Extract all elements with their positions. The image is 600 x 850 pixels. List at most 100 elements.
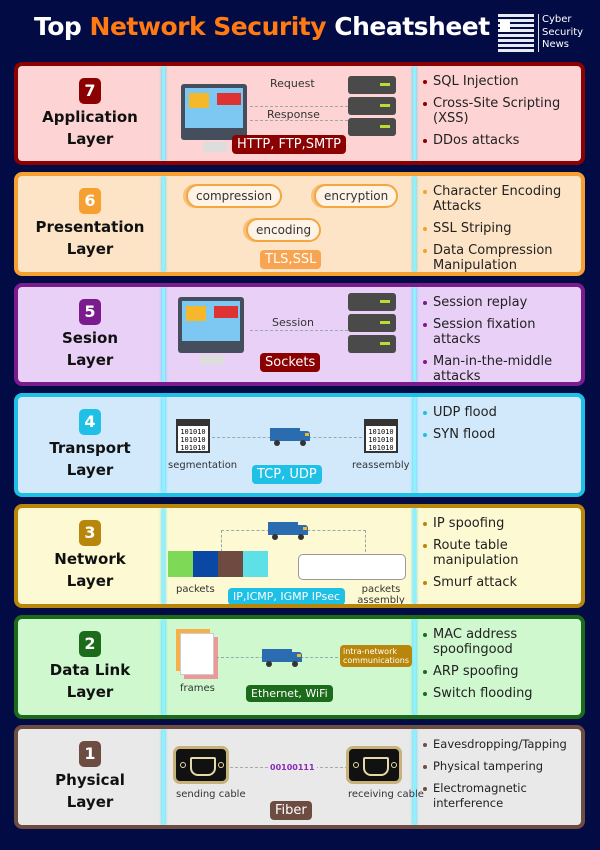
- layer-number-badge: 3: [79, 520, 101, 546]
- layer-name: Layer: [66, 461, 114, 479]
- page-title: Top Network Security Cheatsheet: [34, 12, 490, 41]
- layer-name: Layer: [66, 793, 114, 811]
- response-label: Response: [267, 108, 320, 121]
- column-divider: [162, 729, 165, 825]
- layer-name: Sesion: [61, 329, 119, 347]
- monitor-icon: [178, 297, 244, 365]
- threat-item: Session fixation attacks: [422, 317, 581, 347]
- threat-item: Session replay: [422, 295, 581, 310]
- column-divider: [413, 66, 416, 161]
- column-divider: [162, 619, 165, 715]
- column-divider: [413, 397, 416, 493]
- threat-item: Data Compression Manipulation: [422, 243, 581, 272]
- receiving-connector-icon: [346, 746, 402, 784]
- layer-number-badge: 7: [79, 78, 101, 104]
- layer-name: Layer: [66, 351, 114, 369]
- layer-name: Data Link: [49, 661, 131, 679]
- threat-item: Character Encoding Attacks: [422, 184, 581, 214]
- layer-name: Network: [54, 550, 126, 568]
- newspaper-icon: [498, 14, 534, 52]
- threat-item: SQL Injection: [422, 74, 581, 89]
- protocols-badge: HTTP, FTP,SMTP: [232, 135, 346, 154]
- layer-name: Physical: [55, 771, 125, 789]
- column-divider: [162, 176, 165, 272]
- threat-item: Cross-Site Scripting (XSS): [422, 96, 581, 126]
- truck-icon: [270, 428, 310, 446]
- segmentation-label: segmentation: [168, 460, 238, 471]
- threat-item: Man-in-the-middle attacks: [422, 354, 581, 382]
- packet-block: [168, 551, 193, 577]
- frames-icon: [180, 633, 214, 675]
- truck-icon: [268, 522, 308, 540]
- column-divider: [413, 729, 416, 825]
- monitor-icon: [181, 84, 247, 152]
- column-divider: [162, 508, 165, 604]
- protocols-badge: Sockets: [260, 353, 321, 372]
- threat-item: SYN flood: [422, 427, 581, 442]
- layer-number-badge: 6: [79, 188, 101, 214]
- receiving-cable-label: receiving cable: [348, 789, 424, 800]
- threat-item: Switch flooding: [422, 686, 581, 701]
- bits-label: 00100111: [268, 762, 317, 773]
- threat-item: IP spoofing: [422, 516, 581, 531]
- sending-cable-label: sending cable: [176, 789, 246, 800]
- encoding-pill: encoding: [246, 218, 322, 242]
- protocols-badge: Ethernet, WiFi: [246, 685, 333, 702]
- threat-item: Smurf attack: [422, 575, 581, 590]
- layer-name: Layer: [66, 572, 114, 590]
- threat-item: UDP flood: [422, 405, 581, 420]
- request-label: Request: [270, 77, 315, 90]
- threat-item: Electromagnetic interference: [422, 781, 581, 811]
- logo-text: Cyber: [542, 14, 572, 25]
- title-highlight: Network Security: [89, 12, 327, 41]
- sending-connector-icon: [173, 746, 229, 784]
- encryption-pill: encryption: [314, 184, 399, 208]
- protocols-badge: Fiber: [270, 801, 312, 820]
- layer-number-badge: 1: [79, 741, 101, 767]
- packets-label: packets: [176, 584, 215, 595]
- column-divider: [413, 619, 416, 715]
- reassembly-label: reassembly: [352, 460, 410, 471]
- packets-assembly-box: [298, 554, 406, 580]
- packets-assembly-label: packets assembly: [357, 584, 405, 606]
- frames-label: frames: [180, 683, 215, 694]
- layer-number-badge: 4: [79, 409, 101, 435]
- layer-name: Transport: [49, 439, 131, 457]
- compression-pill: compression: [186, 184, 283, 208]
- layer-name: Presentation: [35, 218, 145, 236]
- column-divider: [413, 287, 416, 382]
- column-divider: [162, 397, 165, 493]
- column-divider: [413, 176, 416, 272]
- threat-item: ARP spoofing: [422, 664, 581, 679]
- layer-name: Layer: [66, 130, 114, 148]
- threat-item: Physical tampering: [422, 759, 581, 774]
- packet-block: [193, 551, 218, 577]
- title-part: Cheatsheet: [334, 12, 490, 41]
- packet-block: [218, 551, 243, 577]
- logo-text: Security: [542, 26, 584, 38]
- column-divider: [413, 508, 416, 604]
- packet-block: [243, 551, 268, 577]
- session-label: Session: [272, 316, 314, 329]
- layer-number-badge: 2: [79, 631, 101, 657]
- layer-name: Layer: [66, 240, 114, 258]
- layer-number-badge: 5: [79, 299, 101, 325]
